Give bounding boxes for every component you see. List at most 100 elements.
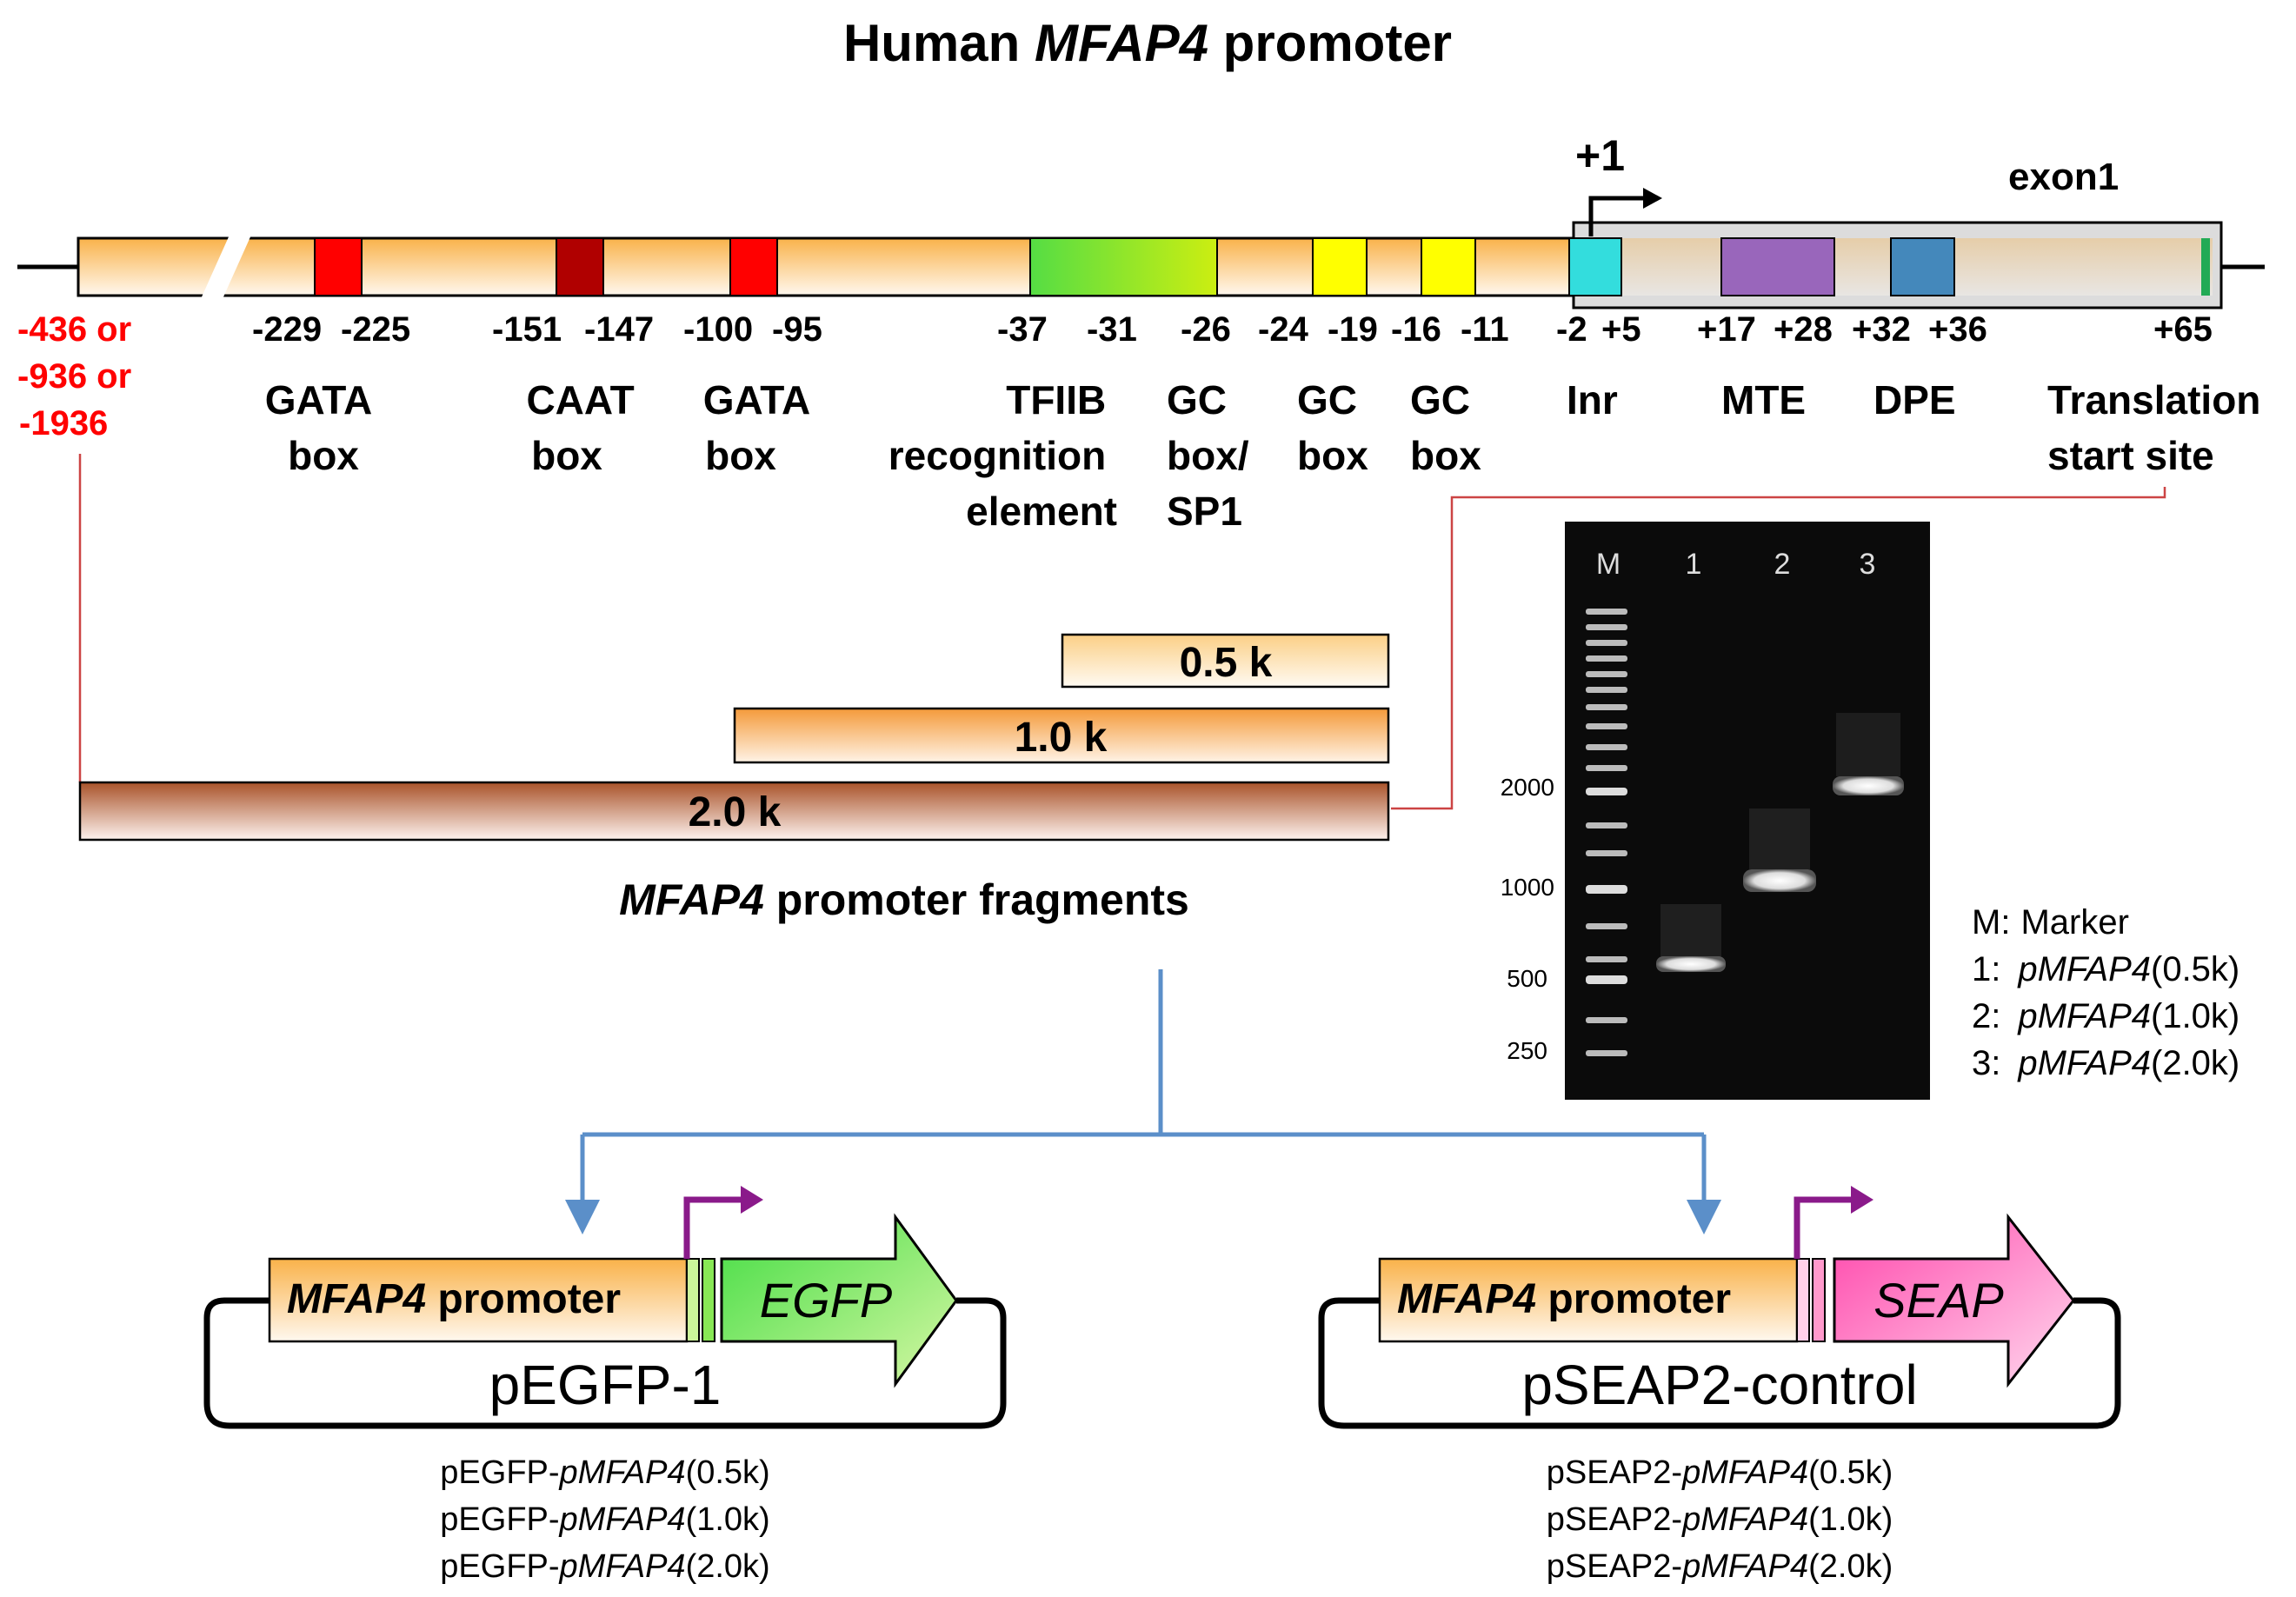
tfiib-element-block — [1029, 237, 1218, 296]
gel-legend-3: 3:pMFAP4(2.0k) — [1972, 1044, 2239, 1082]
inr-block — [1568, 237, 1622, 296]
gel-band-lane-2 — [1743, 869, 1816, 892]
pos-m225: -225 — [341, 310, 410, 349]
label-gata-box-1: GATA box — [265, 377, 383, 478]
gel-legend-m: M:Marker — [1972, 903, 2129, 942]
label-gc-box-2: GC box — [1410, 377, 1481, 478]
gel-smear-lane-3 — [1836, 713, 1900, 776]
fragment-1-0k-label: 1.0 k — [1015, 715, 1108, 761]
fragment-0-5k — [1061, 633, 1390, 689]
label-translation-start: Translation start site — [2047, 377, 2272, 478]
pos-m31: -31 — [1087, 310, 1137, 349]
seap-reporter-arrow — [1833, 1213, 2075, 1388]
gel-smear-lane-1 — [1660, 904, 1721, 956]
pos-m26: -26 — [1181, 310, 1231, 349]
fragment-2-0k-label: 2.0 k — [689, 789, 782, 835]
position-numbers: -229 -225 -151 -147 -100 -95 -37 -31 -26… — [252, 310, 2213, 349]
label-mte: MTE — [1721, 377, 1806, 423]
gel-legend: M:Marker 1:pMFAP4(0.5k) 2:pMFAP4(1.0k) 3… — [1972, 903, 2239, 1082]
tss-arrow-icon-pegfp — [683, 1196, 748, 1259]
gel-lane-3: 3 — [1860, 548, 1876, 581]
start-position-labels: -436 or -936 or -1936 — [17, 310, 131, 443]
translation-start-block — [2201, 238, 2210, 296]
gel-image: M 1 2 3 — [1501, 522, 1930, 1100]
promoter-label-pseap: MFAP4 promoter — [1397, 1276, 1731, 1322]
plus-one-label: +1 — [1575, 131, 1625, 180]
gata-box-1-block — [314, 237, 363, 296]
gata-box-2-block — [729, 237, 778, 296]
vector-name-pseap: pSEAP2-control — [1521, 1354, 1917, 1416]
product-pegfp-1-0k: pEGFP-pMFAP4(1.0k) — [440, 1501, 769, 1538]
fragments-caption: MFAP4 promoter fragments — [619, 875, 1189, 924]
egfp-reporter-arrow — [720, 1213, 958, 1388]
label-caat-box: CAAT box — [526, 377, 645, 478]
gel-smear-lane-2 — [1749, 808, 1810, 869]
pos-m151: -151 — [492, 310, 562, 349]
start-position-line-3: -1936 — [19, 404, 108, 443]
sequence-break-mark — [200, 233, 252, 301]
gel-size-2000: 2000 — [1501, 774, 1554, 801]
pos-m11: -11 — [1461, 310, 1509, 349]
pos-m24: -24 — [1258, 310, 1309, 349]
promoter-fragments: 0.5 k 1.0 k 2.0 k — [78, 633, 1390, 842]
tss-arrow-icon — [1588, 196, 1647, 236]
gel-lane-labels: M 1 2 3 — [1596, 548, 1876, 581]
pos-p32: +32 — [1852, 310, 1911, 349]
pos-m2: -2 — [1556, 310, 1587, 349]
pos-m19: -19 — [1328, 310, 1378, 349]
pos-p17: +17 — [1697, 310, 1756, 349]
gel-band-lane-3 — [1833, 776, 1904, 795]
promoter-block-pseap — [1378, 1257, 1799, 1343]
label-inr: Inr — [1567, 377, 1618, 423]
dpe-block — [1890, 237, 1955, 296]
gel-lane-2: 2 — [1774, 548, 1791, 581]
construct-pseap: MFAP4 promoter SEAP pSEAP2-control pSEAP… — [1318, 1186, 2121, 1585]
fragment-0-5k-label: 0.5 k — [1180, 640, 1273, 686]
pos-m95: -95 — [772, 310, 822, 349]
gel-size-1000: 1000 — [1501, 874, 1554, 901]
gel-legend-2: 2:pMFAP4(1.0k) — [1972, 997, 2239, 1035]
cloning-arrows — [565, 969, 1721, 1234]
product-list-pegfp: pEGFP-pMFAP4(0.5k) pEGFP-pMFAP4(1.0k) pE… — [440, 1454, 769, 1585]
gel-lane-1: 1 — [1686, 548, 1702, 581]
product-pseap-2-0k: pSEAP2-pMFAP4(2.0k) — [1547, 1548, 1893, 1585]
pos-m229: -229 — [252, 310, 322, 349]
plasmid-backbone-pegfp — [203, 1297, 1007, 1429]
label-gata-box-2: GATA box — [703, 377, 821, 478]
gel-legend-1: 1:pMFAP4(0.5k) — [1972, 950, 2239, 988]
plasmid-backbone-pseap — [1318, 1297, 2121, 1429]
tss-arrow-icon-pseap — [1794, 1196, 1858, 1259]
label-gc-box-sp1: GC box/ SP1 — [1167, 377, 1260, 534]
pos-p5: +5 — [1601, 310, 1641, 349]
gel-size-500: 500 — [1507, 965, 1547, 992]
pos-m37: -37 — [997, 310, 1048, 349]
label-tfiib-element: TFIIB recognition element — [888, 377, 1117, 534]
pos-m16: -16 — [1391, 310, 1441, 349]
promoter-bar — [17, 221, 2265, 309]
promoter-label-pegfp: MFAP4 promoter — [287, 1276, 621, 1322]
vector-name-pegfp: pEGFP-1 — [489, 1354, 722, 1416]
gel-size-250: 250 — [1507, 1037, 1547, 1064]
reporter-label-egfp: EGFP — [760, 1273, 892, 1328]
figure-title: Human MFAP4 promoter — [843, 14, 1452, 72]
gc-box-2-block — [1421, 237, 1476, 296]
gel-background — [1565, 522, 1930, 1100]
product-pseap-0-5k: pSEAP2-pMFAP4(0.5k) — [1547, 1454, 1893, 1491]
fragment-2-0k — [78, 781, 1390, 842]
label-gc-box-1: GC box — [1297, 377, 1368, 478]
product-pegfp-2-0k: pEGFP-pMFAP4(2.0k) — [440, 1548, 769, 1585]
pos-m147: -147 — [584, 310, 654, 349]
reporter-label-seap: SEAP — [1873, 1273, 2003, 1328]
label-dpe: DPE — [1873, 377, 1956, 423]
promoter-block-pegfp — [268, 1257, 689, 1343]
product-list-pseap: pSEAP2-pMFAP4(0.5k) pSEAP2-pMFAP4(1.0k) … — [1547, 1454, 1893, 1585]
pos-m100: -100 — [683, 310, 753, 349]
element-labels: GATA box CAAT box GATA box TFIIB recogni… — [265, 377, 2272, 534]
gel-band-lane-1 — [1656, 956, 1726, 972]
fragment-connectors — [78, 454, 2166, 810]
product-pseap-1-0k: pSEAP2-pMFAP4(1.0k) — [1547, 1501, 1893, 1538]
gel-size-labels: 2000 1000 500 250 — [1501, 774, 1554, 1064]
gel-lane-m: M — [1596, 548, 1621, 581]
construct-pegfp: MFAP4 promoter EGFP pEGFP-1 pEGFP-pMFAP4… — [203, 1186, 1007, 1585]
